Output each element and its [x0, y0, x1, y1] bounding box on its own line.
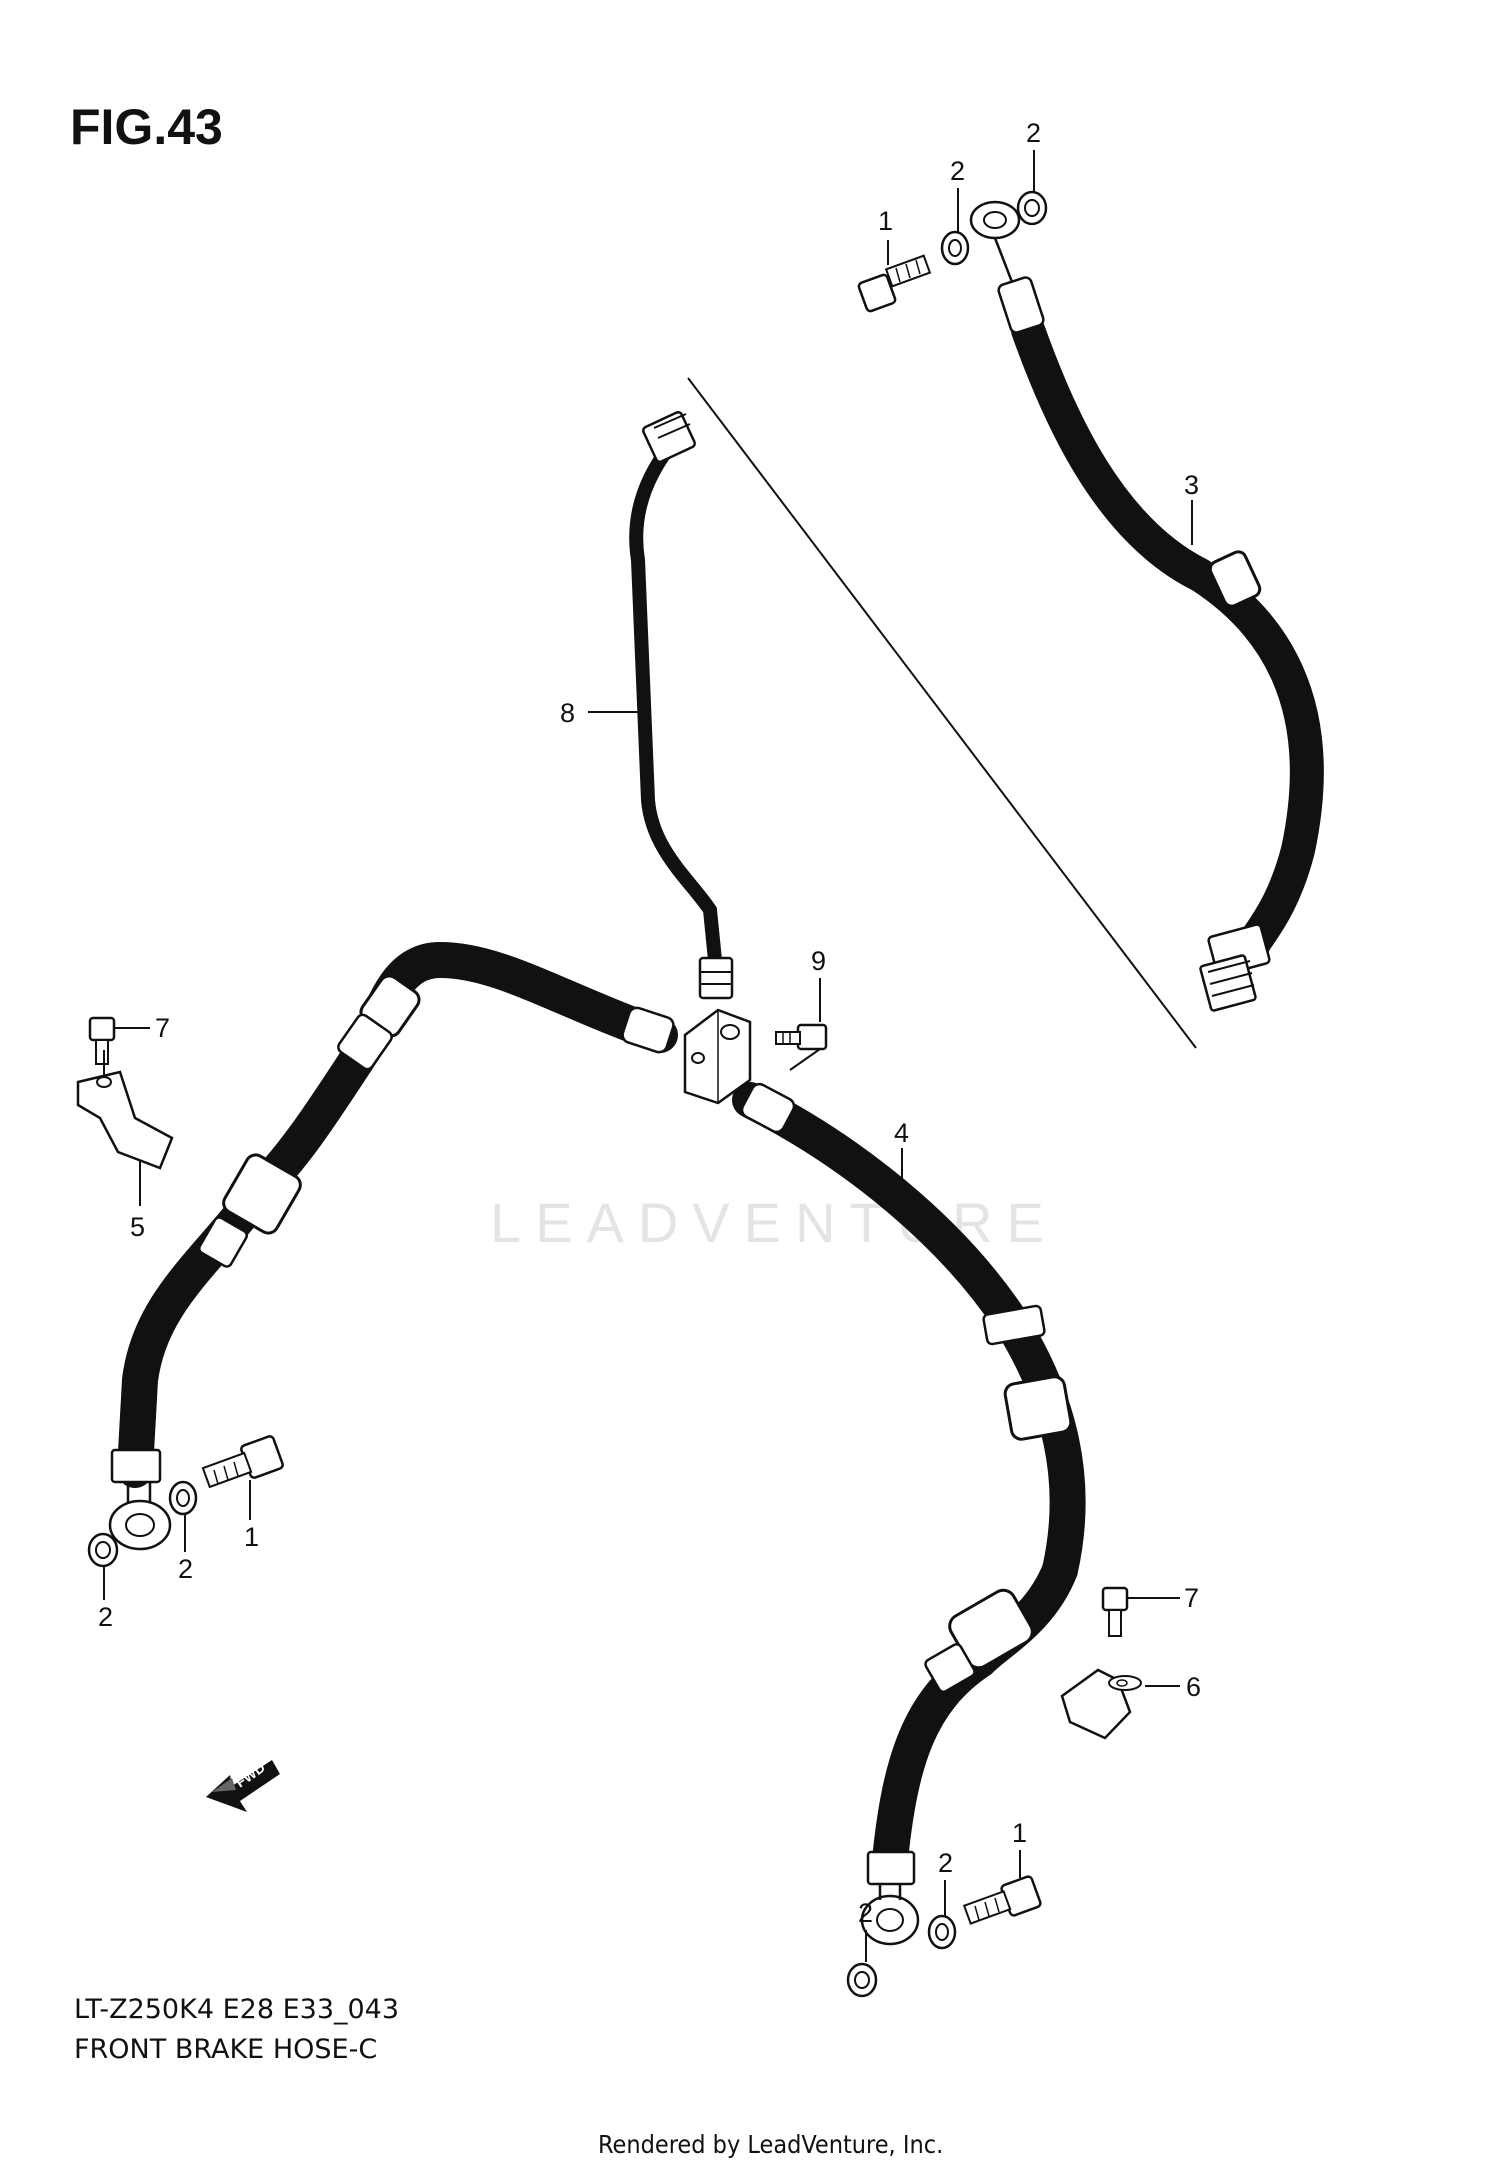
clamp-5 [76, 1070, 174, 1170]
callout-1-left: 1 [244, 1522, 259, 1552]
washer-bottom-outer [846, 1962, 878, 1998]
union-bolt-bottom [962, 1875, 1042, 1925]
section-name: FRONT BRAKE HOSE-C [74, 2034, 378, 2065]
callout-2-top-left: 2 [950, 156, 965, 186]
callout-7-right: 7 [1184, 1583, 1199, 1613]
figure-title: FIG.43 [70, 99, 223, 155]
bolt-9 [775, 1023, 828, 1051]
union-bolt-top [857, 254, 932, 313]
union-bolt-left [201, 1435, 284, 1489]
washer-top-right [1016, 190, 1048, 226]
callout-4: 4 [894, 1118, 909, 1148]
callout-9: 9 [811, 946, 826, 976]
callout-1-top: 1 [878, 206, 893, 236]
callout-5: 5 [130, 1212, 145, 1242]
callout-7-left: 7 [155, 1013, 170, 1043]
fwd-arrow-icon: FWD [206, 1759, 280, 1812]
callout-6: 6 [1186, 1672, 1201, 1702]
washer-left-outer [87, 1532, 119, 1568]
assembly-leader-line [687, 377, 1197, 1049]
bolt-7-left [88, 1016, 116, 1065]
callout-2-left-inner: 2 [178, 1554, 193, 1584]
brake-hose-4 [108, 941, 1086, 1946]
callout-1-bottom: 1 [1012, 1818, 1027, 1848]
washer-top-left [940, 230, 970, 266]
brake-pipe-8 [629, 410, 734, 1000]
bolt-7-right [1101, 1586, 1129, 1637]
washer-left-inner [168, 1480, 198, 1516]
callout-3: 3 [1184, 470, 1199, 500]
callout-2-top-right: 2 [1026, 118, 1041, 148]
joint-block [683, 1008, 752, 1105]
callout-2-bottom-outer: 2 [858, 1898, 873, 1928]
callout-2-left-outer: 2 [98, 1602, 113, 1632]
clamp-6 [1060, 1668, 1142, 1740]
callout-2-bottom-inner: 2 [938, 1848, 953, 1878]
brake-hose-3 [969, 200, 1324, 1012]
leader-lines [103, 150, 1193, 1962]
callout-8: 8 [560, 698, 575, 728]
rendered-by-credit: Rendered by LeadVenture, Inc. [598, 2130, 944, 2159]
washer-bottom-inner [927, 1914, 957, 1950]
model-code: LT-Z250K4 E28 E33_043 [74, 1994, 400, 2025]
